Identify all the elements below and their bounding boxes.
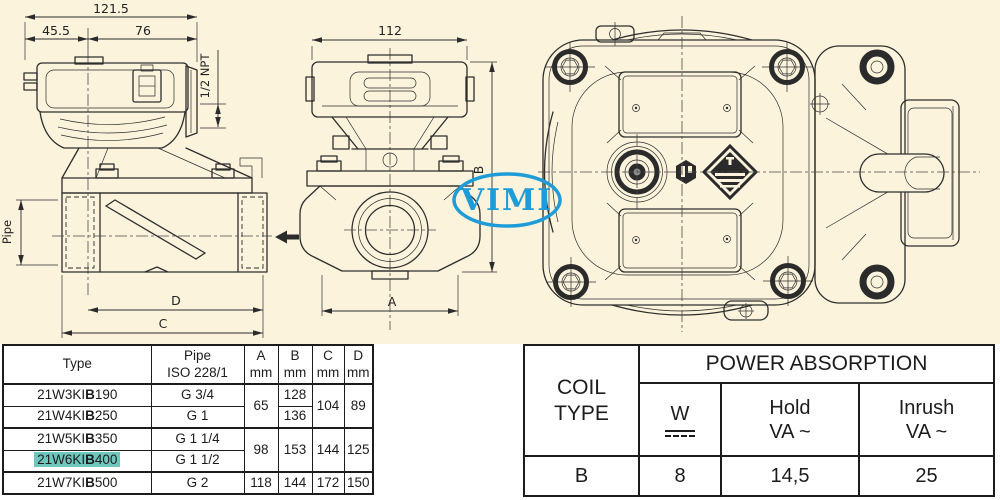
table-row: 21W5KIB350 G 1 1/4 98 153 144 125 [2, 427, 374, 473]
mounting-bracket [810, 45, 960, 304]
dim-d-label: D [171, 293, 181, 308]
dim-coil-left-label: 45.5 [42, 23, 70, 38]
dim-b-cell: 144 [277, 471, 313, 495]
dim-a-cell: 65 [243, 383, 279, 429]
dim-overall-label: 121.5 [93, 1, 129, 16]
type-cell: 21W4KIB250 [2, 405, 152, 429]
watermark-text: VIMI [460, 183, 554, 218]
coil-type-value: B [523, 455, 640, 497]
power-table-data-row: B 8 14,5 25 [523, 455, 996, 497]
type-cell: 21W5KIB350 [2, 427, 152, 451]
pipe-cell: G 2 [150, 471, 245, 495]
npt-label: 1/2 NPT [198, 53, 212, 99]
pipe-cell: G 1 1/2 [150, 449, 245, 473]
front-view-drawing: 112 [299, 23, 497, 330]
power-absorption-header: POWER ABSORPTION [637, 344, 996, 384]
corner-screw-icon [762, 42, 812, 92]
pipe-label: Pipe [0, 220, 14, 244]
type-cell: 21W6KIB400 [2, 449, 152, 473]
dim-d-cell: 89 [343, 383, 374, 429]
type-cell: 21W7KIB500 [2, 471, 152, 495]
dc-current-icon [640, 429, 720, 438]
table-row: 21W7KIB500 G 2 118 144 172 150 [2, 471, 374, 495]
dim-d-cell: 125 [343, 427, 374, 473]
pipe-cell: G 1 1/4 [150, 427, 245, 451]
dim-b-cell: 136 [277, 405, 313, 429]
ring-boss-icon [863, 268, 891, 296]
dim-b-cell: 128 [277, 383, 313, 407]
dim-c-cell: 104 [311, 383, 345, 429]
table-row: 21W3KIB190 G 3/4 65 128 104 89 [2, 383, 374, 429]
corner-screw-icon [545, 42, 595, 92]
inrush-value: 25 [857, 455, 996, 497]
highlighted-type-code: 21W6KIB400 [34, 452, 121, 468]
dim-c-cell: 144 [311, 427, 345, 473]
type-cell: 21W3KIB190 [2, 383, 152, 407]
w-dc-header: W [638, 382, 722, 457]
corner-screw-icon [763, 256, 813, 306]
watermark: VIMI [452, 172, 562, 228]
dim-b-label: B [471, 166, 486, 175]
w-value: 8 [638, 455, 722, 497]
side-view-drawing: 121.5 45.5 76 1/2 NPT [0, 1, 299, 338]
dim-c-cell: 172 [311, 471, 345, 495]
drawing-area: 121.5 45.5 76 1/2 NPT [0, 0, 1000, 344]
corner-screw-icon [546, 257, 596, 307]
flow-direction-arrow-icon [275, 230, 299, 244]
dim-a-cell: 98 [243, 427, 279, 473]
table-row: 21W4KIB250 G 1 136 [2, 405, 373, 429]
pipe-cell: G 1 [150, 405, 245, 429]
col-header-type: Type [2, 344, 152, 385]
table-row-highlighted: 21W6KIB400 G 1 1/2 [2, 449, 373, 473]
pipe-cell: G 3/4 [150, 383, 245, 407]
dim-a-cell: 118 [243, 471, 279, 495]
dim-c-label: C [159, 316, 168, 331]
ring-boss-icon [863, 53, 891, 81]
dim-d-cell: 150 [343, 471, 374, 495]
dim-width-label: 112 [378, 23, 402, 38]
dim-coil-right-label: 76 [135, 23, 151, 38]
technical-drawing: 121.5 45.5 76 1/2 NPT [0, 1, 980, 338]
hold-value: 14,5 [720, 455, 860, 497]
top-view-drawing [538, 16, 980, 332]
dim-a-label: A [388, 294, 397, 309]
dim-b-cell: 153 [277, 427, 313, 473]
